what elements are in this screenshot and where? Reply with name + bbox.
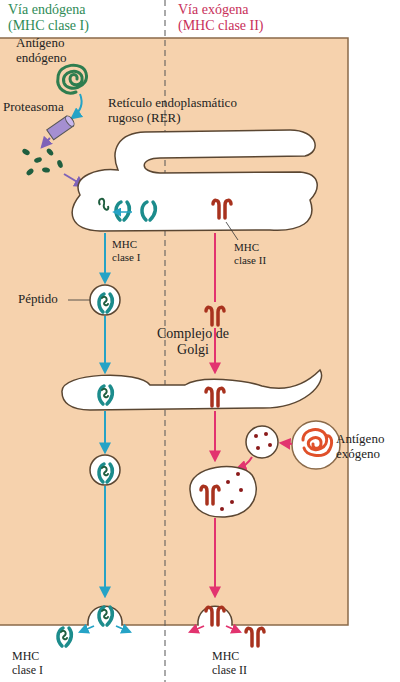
callout-label: Proteasoma [3,100,83,115]
mhc-class-i [99,294,112,312]
callout-label: MHC clase II [234,241,280,266]
flow-arrow [80,626,94,632]
flow-arrow [114,211,132,213]
antigen-fragments [254,432,272,450]
flow-arrow [42,138,50,147]
transport-vesicle [90,285,120,315]
proteasome-symbol [47,114,76,139]
endocytic-vesicle [246,426,278,458]
peptide-fragments [21,147,63,176]
fusing-vesicle [198,606,232,625]
flow-arrow [72,94,82,118]
callout-label: Retículo endoplasmático rugoso (RER) [108,96,263,126]
cell-body [0,38,348,625]
golgi-complex [62,370,322,410]
callout-label: Complejo de Golgi [150,326,236,358]
mhc-class-ii [206,607,224,625]
flow-arrow [237,457,252,469]
fusing-vesicle [88,606,122,625]
mhc-class-ii [246,628,264,646]
mhc-class-i [58,628,71,646]
mhc-class-ii [206,307,224,325]
transport-vesicle [90,455,120,485]
endogenous-antigen [58,65,87,93]
flow-arrow [116,626,130,632]
flow-arrow [214,518,216,596]
flow-arrow [104,486,106,596]
mhc-class-i [99,386,112,404]
peptide [99,199,108,210]
mhc-class-ii [213,200,231,218]
rough-er [72,130,317,231]
mhc-class-ii [201,486,219,504]
flow-arrow [214,411,216,460]
flow-arrow [190,626,204,632]
mhc-class-i [116,202,129,220]
callout-label: Péptido [18,292,78,307]
flow-arrow [226,626,240,632]
pathway-heading: Vía exógena (MHC clase II) [178,2,278,34]
callout-label: MHC clase II [212,650,258,678]
invagination [292,421,340,469]
mhc-class-i [142,202,155,220]
callout-label: MHC clase I [12,650,56,678]
leader-line [68,300,90,301]
mhc-class-i [99,464,112,482]
flow-arrow [281,443,292,444]
callout-label: MHC clase I [112,238,156,263]
mhc-class-i [99,607,112,625]
pathway-heading: Vía endógena (MHC clase I) [8,2,108,34]
endosome [190,467,256,517]
mhc-class-ii [206,388,224,406]
antigen-fragments [220,472,243,511]
flow-arrow [104,233,106,282]
leader-line [226,222,238,240]
callout-label: Antígeno endógeno [16,36,78,66]
flow-arrow [104,411,106,452]
flow-arrow [104,316,106,372]
callout-label: Antígeno exógeno [336,432,398,462]
exogenous-antigen [303,430,332,456]
arrow-gap [204,302,226,328]
